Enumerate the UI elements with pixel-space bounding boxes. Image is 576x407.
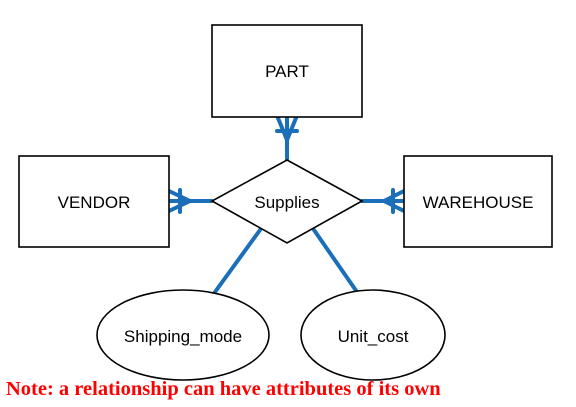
entity-warehouse-label: WAREHOUSE [423,193,534,212]
connectors [167,116,406,294]
vendor-supplies-connector [167,188,214,214]
attribute-unit-cost: Unit_cost [300,289,446,381]
attribute-shipping-mode-label: Shipping_mode [124,327,242,346]
note-text: Note: a relationship can have attributes… [6,378,441,400]
attribute-unit-cost-label: Unit_cost [338,327,409,346]
entity-vendor: VENDOR [18,155,170,248]
entity-warehouse: WAREHOUSE [403,155,553,248]
entity-part: PART [211,24,363,118]
part-supplies-connector [275,116,299,162]
entity-part-label: PART [265,62,309,81]
entity-vendor-label: VENDOR [58,193,131,212]
relationship-supplies: Supplies [210,159,364,244]
unit-cost-connector [312,228,359,294]
warehouse-supplies-connector [360,188,406,214]
attribute-shipping-mode: Shipping_mode [96,289,270,381]
shipping-mode-connector [213,228,262,294]
relationship-supplies-label: Supplies [254,193,319,212]
